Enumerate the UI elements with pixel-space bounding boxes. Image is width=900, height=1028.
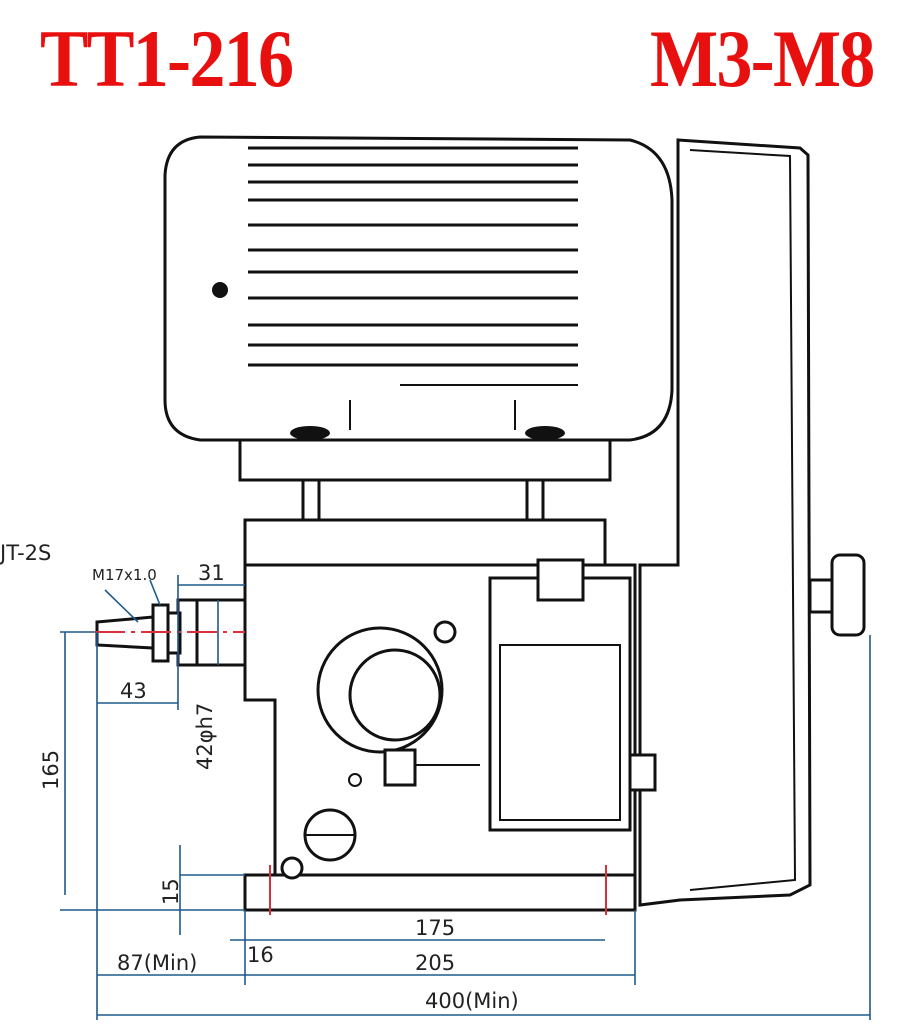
model-title: TT1-216 — [40, 13, 294, 104]
nose-length-label: 43 — [120, 679, 147, 703]
thread-label: M17x1.0 — [92, 566, 157, 584]
hole-spacing-label: 175 — [415, 916, 455, 940]
dimensions — [60, 575, 871, 1020]
flange-dia-label: 42φh7 — [193, 703, 217, 770]
base-length-label: 205 — [415, 951, 455, 975]
spindle — [95, 598, 247, 667]
min-offset-label: 87(Min) — [117, 951, 197, 975]
motor — [163, 135, 674, 442]
base-thickness-label: 15 — [159, 878, 183, 905]
hole-offset-label: 16 — [247, 943, 274, 967]
total-min-label: 400(Min) — [425, 989, 519, 1013]
gearbox — [243, 558, 657, 915]
taper-range-title: M3-M8 — [650, 13, 875, 104]
adjust-knob — [808, 553, 866, 637]
flange-width-label: 31 — [198, 561, 225, 585]
arbor-label: JT-2S — [0, 541, 51, 565]
side-panel — [638, 138, 812, 907]
center-height-label: 165 — [39, 750, 63, 790]
motor-marker-icon — [212, 282, 228, 298]
motor-mount — [238, 438, 612, 567]
